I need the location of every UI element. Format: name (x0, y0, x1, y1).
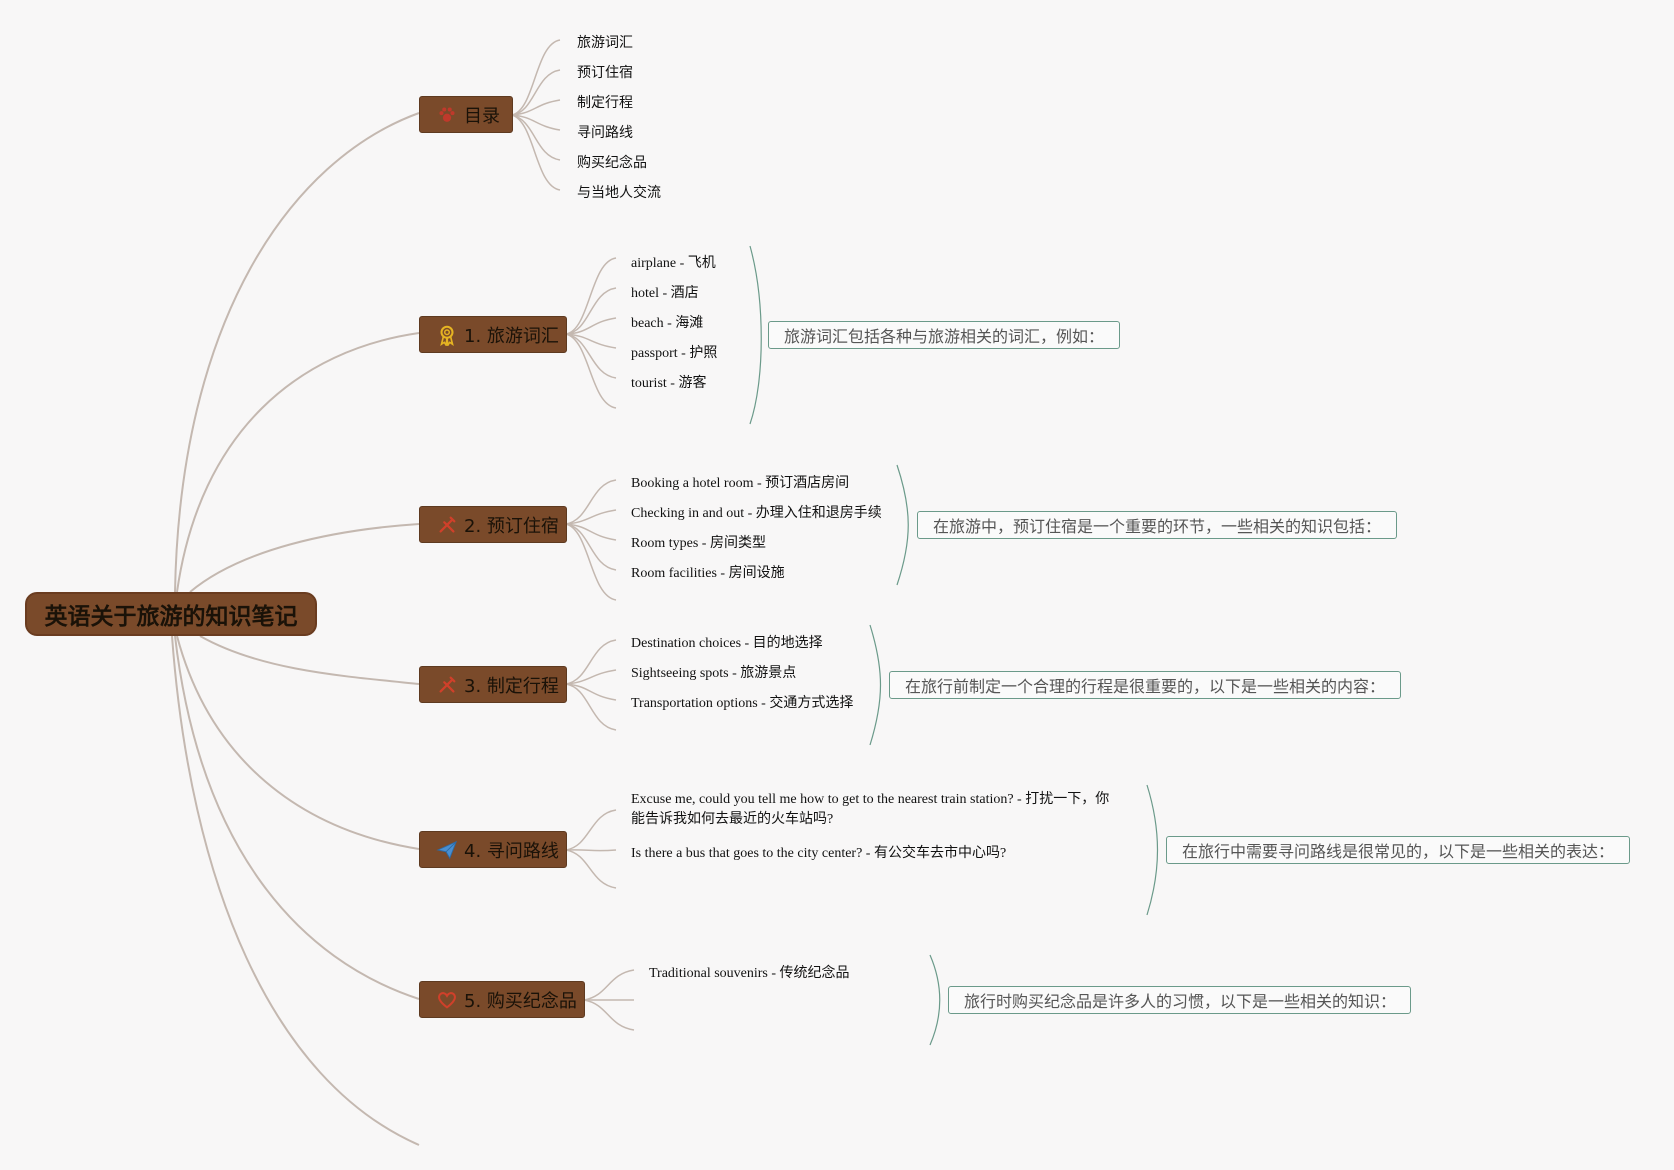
tools-icon (436, 674, 458, 696)
vocab-item[interactable]: tourist - 游客 (631, 376, 707, 391)
award-ribbon-icon (436, 324, 458, 346)
vocab-item[interactable]: hotel - 酒店 (631, 286, 699, 301)
vocab-item[interactable]: beach - 海滩 (631, 316, 704, 331)
lodging-summary-text: 在旅游中，预订住宿是一个重要的环节，一些相关的知识包括： (933, 517, 1382, 536)
toc-item[interactable]: 与当地人交流 (577, 185, 661, 201)
branch-directions-label: 4. 寻问路线 (464, 840, 559, 862)
branch-lodging-label: 2. 预订住宿 (464, 515, 559, 537)
directions-connectors (565, 809, 617, 889)
branch-toc-label: 目录 (464, 105, 500, 127)
heart-icon (436, 989, 458, 1011)
tools-icon (436, 514, 458, 536)
toc-item[interactable]: 旅游词汇 (577, 35, 633, 51)
vocab-item[interactable]: airplane - 飞机 (631, 256, 716, 271)
itinerary-connectors (565, 639, 617, 731)
toc-item[interactable]: 购买纪念品 (577, 155, 647, 171)
directions-summary[interactable]: 在旅行中需要寻问路线是很常见的，以下是一些相关的表达： (1166, 836, 1630, 864)
branch-vocab[interactable]: 1. 旅游词汇 (419, 316, 567, 353)
branch-directions[interactable]: 4. 寻问路线 (419, 831, 567, 868)
souvenirs-item[interactable]: Traditional souvenirs - 传统纪念品 (649, 966, 850, 981)
souvenirs-connectors (583, 969, 635, 1031)
lodging-item[interactable]: Room types - 房间类型 (631, 536, 766, 551)
root-node[interactable]: 英语关于旅游的知识笔记 (25, 592, 317, 636)
branch-toc[interactable]: 目录 (419, 96, 513, 133)
lodging-item[interactable]: Checking in and out - 办理入住和退房手续 (631, 506, 882, 521)
summary-brackets (749, 245, 1159, 1046)
lodging-summary[interactable]: 在旅游中，预订住宿是一个重要的环节，一些相关的知识包括： (917, 511, 1397, 539)
lodging-connectors (565, 479, 617, 601)
directions-summary-text: 在旅行中需要寻问路线是很常见的，以下是一些相关的表达： (1182, 842, 1615, 861)
root-connectors (171, 112, 420, 1146)
branch-lodging[interactable]: 2. 预订住宿 (419, 506, 567, 543)
itinerary-item[interactable]: Sightseeing spots - 旅游景点 (631, 666, 797, 681)
itinerary-item[interactable]: Destination choices - 目的地选择 (631, 636, 823, 651)
root-title: 英语关于旅游的知识笔记 (44, 604, 298, 630)
directions-item[interactable]: Excuse me, could you tell me how to get … (631, 792, 1110, 827)
vocab-item[interactable]: passport - 护照 (631, 346, 718, 361)
itinerary-summary[interactable]: 在旅行前制定一个合理的行程是很重要的，以下是一些相关的内容： (889, 671, 1401, 699)
toc-item[interactable]: 预订住宿 (577, 65, 633, 81)
branch-itinerary-label: 3. 制定行程 (464, 675, 559, 697)
paw-icon (436, 104, 458, 126)
souvenirs-summary-text: 旅行时购买纪念品是许多人的习惯，以下是一些相关的知识： (964, 992, 1397, 1011)
branch-souvenirs-label: 5. 购买纪念品 (464, 990, 577, 1012)
toc-item[interactable]: 制定行程 (577, 95, 633, 111)
vocab-summary-text: 旅游词汇包括各种与旅游相关的词汇，例如： (784, 327, 1105, 346)
branch-vocab-label: 1. 旅游词汇 (464, 325, 559, 347)
itinerary-item[interactable]: Transportation options - 交通方式选择 (631, 696, 854, 711)
toc-connectors (511, 39, 561, 191)
branch-souvenirs[interactable]: 5. 购买纪念品 (419, 981, 585, 1018)
lodging-item[interactable]: Booking a hotel room - 预订酒店房间 (631, 476, 850, 491)
branch-itinerary[interactable]: 3. 制定行程 (419, 666, 567, 703)
lodging-item[interactable]: Room facilities - 房间设施 (631, 566, 785, 581)
vocab-connectors (565, 257, 617, 409)
toc-item[interactable]: 寻问路线 (577, 125, 633, 141)
directions-item[interactable]: Is there a bus that goes to the city cen… (631, 846, 1007, 861)
itinerary-summary-text: 在旅行前制定一个合理的行程是很重要的，以下是一些相关的内容： (905, 677, 1386, 696)
paper-plane-icon (436, 839, 458, 861)
vocab-summary[interactable]: 旅游词汇包括各种与旅游相关的词汇，例如： (768, 321, 1120, 349)
souvenirs-summary[interactable]: 旅行时购买纪念品是许多人的习惯，以下是一些相关的知识： (948, 986, 1411, 1014)
